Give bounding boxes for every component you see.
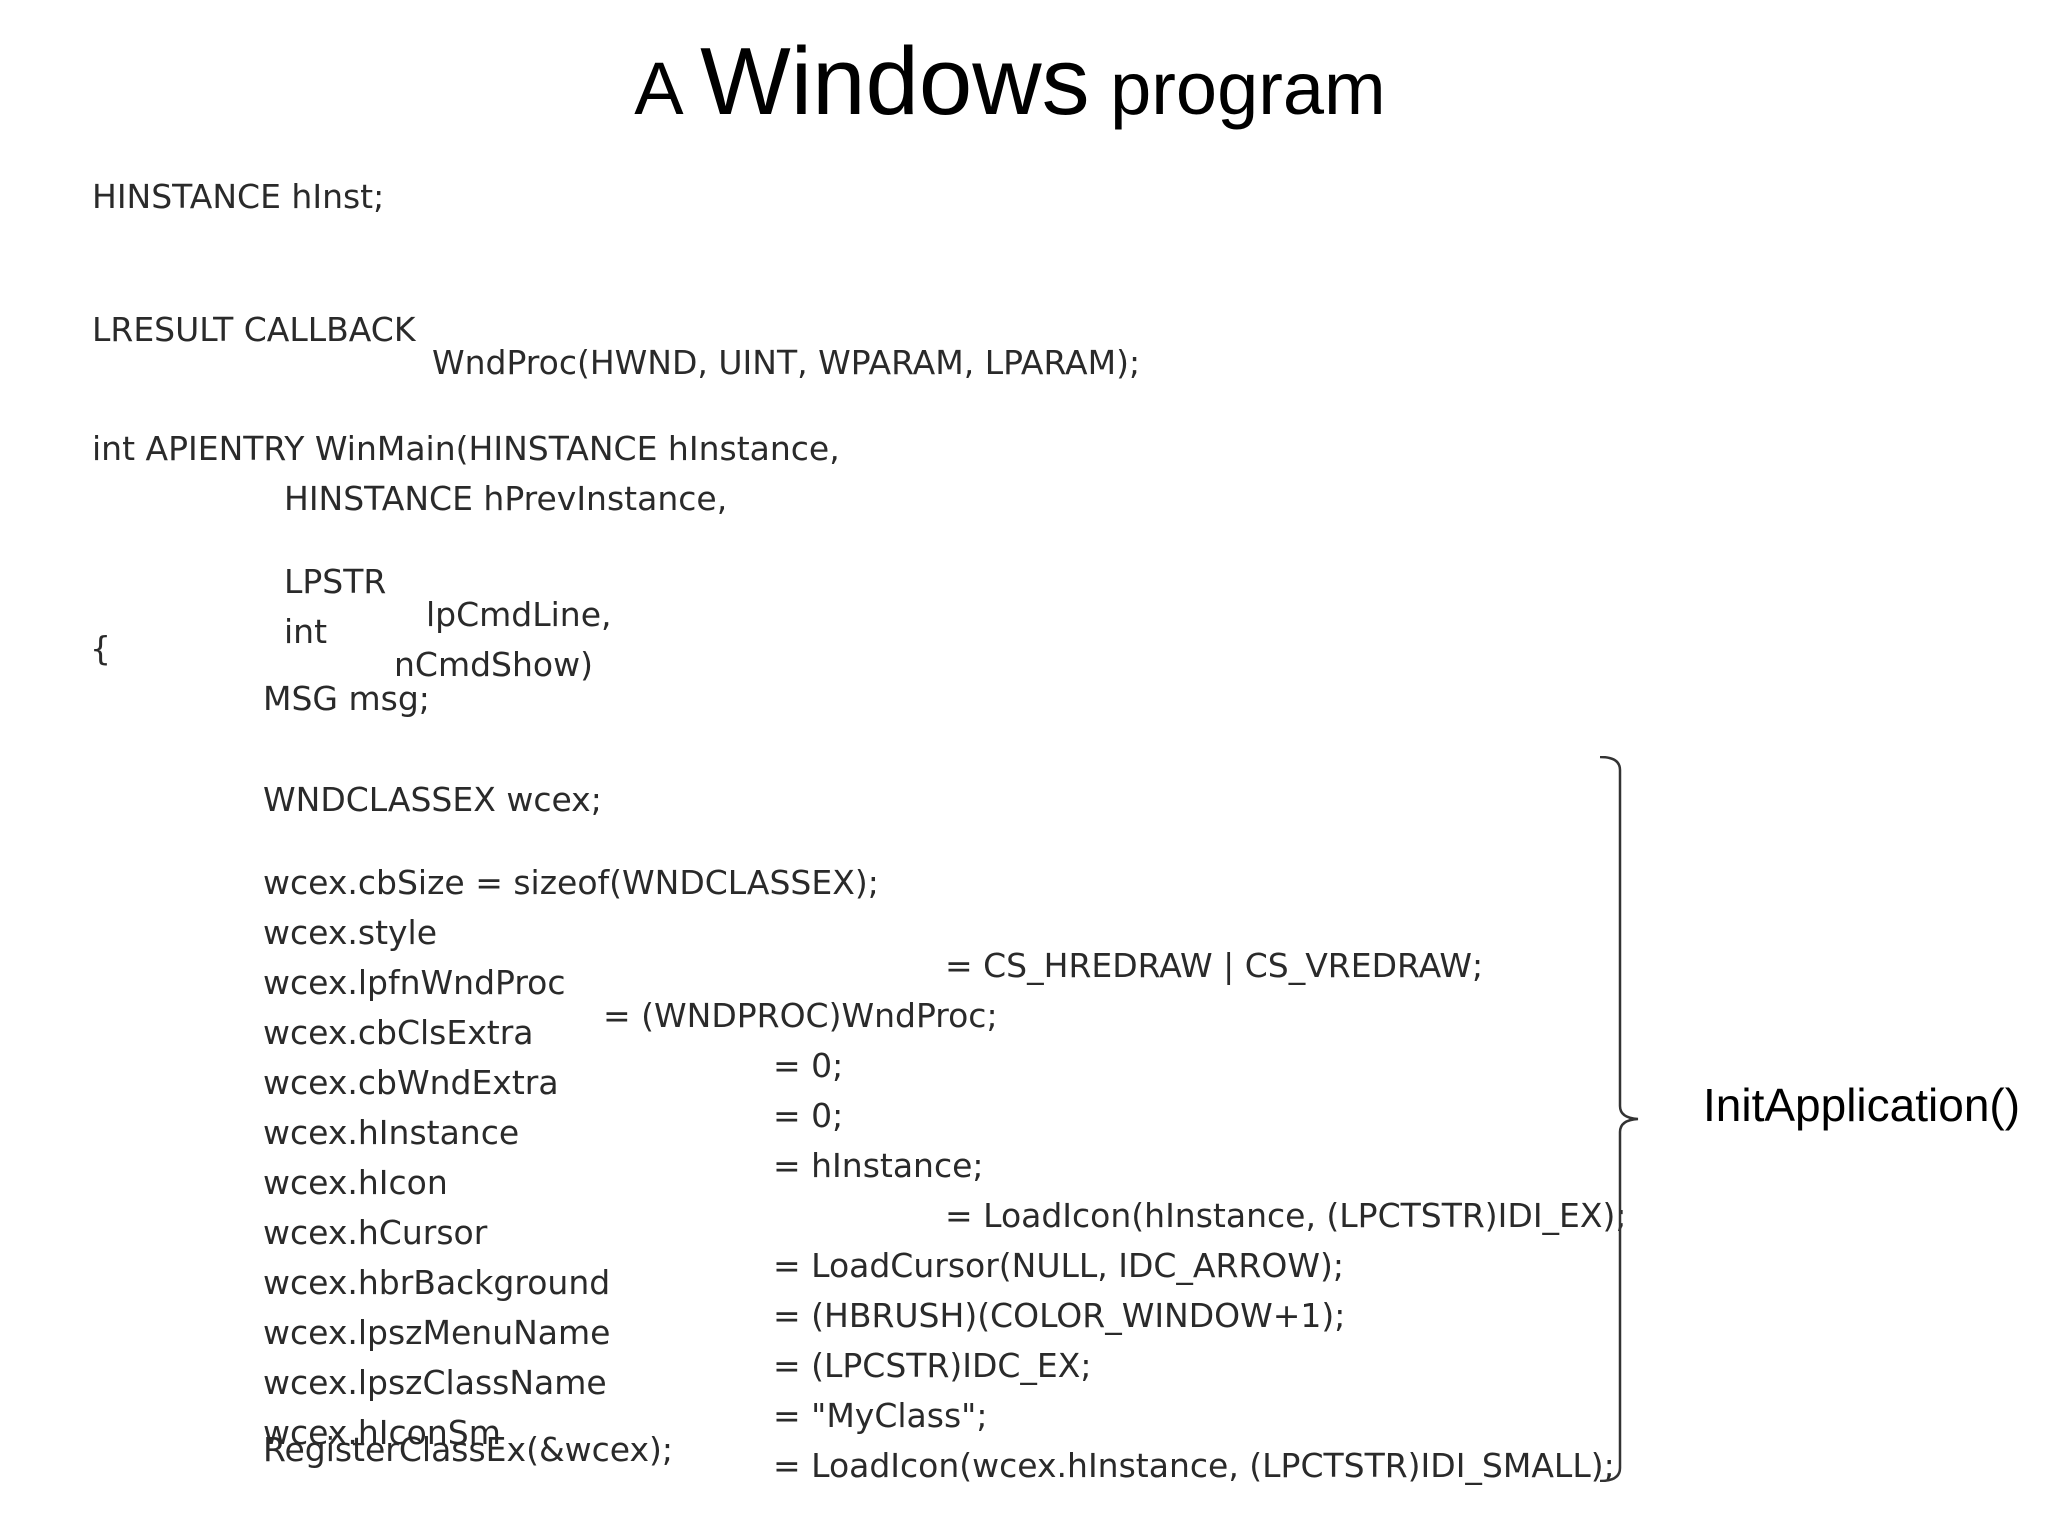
wcex-hicon-field: wcex.hIcon: [263, 1163, 448, 1202]
code-line-param-cmdshow: int nCmdShow): [284, 582, 593, 681]
wcex-hinstance-field: wcex.hInstance: [263, 1113, 520, 1152]
wcex-lpszmenuname-value: = (LPCSTR)IDC_EX;: [773, 1346, 1092, 1385]
code-line-wcex-hiconsm: wcex.hIconSm = LoadIcon(wcex.hInstance, …: [263, 1383, 1615, 1482]
param-cmdshow-name: nCmdShow): [394, 645, 593, 684]
title-part-1: A: [634, 47, 701, 130]
wcex-cbclsextra-value: = 0;: [773, 1046, 844, 1085]
wcex-lpszclassname-field: wcex.lpszClassName: [263, 1363, 607, 1402]
slide-title: A Windows program: [0, 34, 2020, 130]
code-line-wcex-decl: WNDCLASSEX wcex;: [263, 780, 602, 819]
wcex-cbwndextra-field: wcex.cbWndExtra: [263, 1063, 559, 1102]
callback-signature: WndProc(HWND, UINT, WPARAM, LPARAM);: [432, 343, 1141, 382]
code-line-wcex-lpszclassname: wcex.lpszClassName = "MyClass";: [263, 1333, 987, 1432]
wcex-style-value: = CS_HREDRAW | CS_VREDRAW;: [945, 946, 1484, 985]
param-cmdshow-type: int: [284, 612, 328, 651]
wcex-lpszclassname-value: = "MyClass";: [773, 1396, 988, 1435]
init-application-label: InitApplication(): [1703, 1079, 2021, 1131]
code-line-callback: LRESULT CALLBACK WndProc(HWND, UINT, WPA…: [92, 280, 1140, 379]
code-line-msg: MSG msg;: [263, 679, 430, 718]
title-part-3: program: [1089, 47, 1386, 130]
code-line-wcex-cbsize: wcex.cbSize = sizeof(WNDCLASSEX);: [263, 833, 879, 899]
wcex-hicon-value: = LoadIcon(hInstance, (LPCTSTR)IDI_EX);: [945, 1196, 1627, 1235]
wcex-hcursor-value: = LoadCursor(NULL, IDC_ARROW);: [773, 1246, 1344, 1285]
wcex-lpfnwndproc-value: = (WNDPROC)WndProc;: [603, 996, 998, 1035]
code-line-register-class: RegisterClassEx(&wcex);: [263, 1430, 674, 1469]
callback-type: LRESULT CALLBACK: [92, 310, 416, 349]
wcex-lpfnwndproc-field: wcex.lpfnWndProc: [263, 963, 566, 1002]
code-line-param-cmdline: LPSTR lpCmdLine,: [284, 532, 612, 631]
code-line-wcex-lpszmenuname: wcex.lpszMenuName = (LPCSTR)IDC_EX;: [263, 1283, 1092, 1382]
wcex-cbsize-statement: wcex.cbSize = sizeof(WNDCLASSEX);: [263, 863, 879, 902]
code-line-wcex-hicon: wcex.hIcon = LoadIcon(hInstance, (LPCTST…: [263, 1133, 1627, 1232]
code-line-open-brace: {: [90, 629, 111, 668]
wcex-hiconsm-value: = LoadIcon(wcex.hInstance, (LPCTSTR)IDI_…: [773, 1446, 1615, 1485]
wcex-cbwndextra-value: = 0;: [773, 1096, 844, 1135]
wcex-hinstance-value: = hInstance;: [773, 1146, 984, 1185]
code-line-wcex-cbwndextra: wcex.cbWndExtra = 0;: [263, 1033, 843, 1132]
code-line-wcex-hbrbackground: wcex.hbrBackground = (HBRUSH)(COLOR_WIND…: [263, 1233, 1345, 1332]
code-line-wcex-cbclsextra: wcex.cbClsExtra = 0;: [263, 983, 843, 1082]
code-line-param-prev-instance: HINSTANCE hPrevInstance,: [284, 479, 728, 518]
wcex-hcursor-field: wcex.hCursor: [263, 1213, 488, 1252]
wcex-hbrbackground-field: wcex.hbrBackground: [263, 1263, 611, 1302]
param-cmdline-name: lpCmdLine,: [426, 595, 612, 634]
code-line-wcex-style: wcex.style = CS_HREDRAW | CS_VREDRAW;: [263, 883, 1483, 982]
wcex-hbrbackground-value: = (HBRUSH)(COLOR_WINDOW+1);: [773, 1296, 1346, 1335]
code-line-wcex-hinstance: wcex.hInstance = hInstance;: [263, 1083, 984, 1182]
title-part-2: Windows: [700, 28, 1090, 135]
wcex-lpszmenuname-field: wcex.lpszMenuName: [263, 1313, 611, 1352]
code-line-wcex-lpfnwndproc: wcex.lpfnWndProc = (WNDPROC)WndProc;: [263, 933, 998, 1032]
param-cmdline-type: LPSTR: [284, 562, 387, 601]
wcex-style-field: wcex.style: [263, 913, 438, 952]
wcex-hiconsm-field: wcex.hIconSm: [263, 1413, 501, 1452]
code-line-wcex-hcursor: wcex.hCursor = LoadCursor(NULL, IDC_ARRO…: [263, 1183, 1344, 1282]
code-line-winmain: int APIENTRY WinMain(HINSTANCE hInstance…: [92, 429, 840, 468]
wcex-cbclsextra-field: wcex.cbClsExtra: [263, 1013, 534, 1052]
curly-brace-icon: [1600, 756, 1639, 1482]
code-line-hinst: HINSTANCE hInst;: [92, 177, 385, 216]
